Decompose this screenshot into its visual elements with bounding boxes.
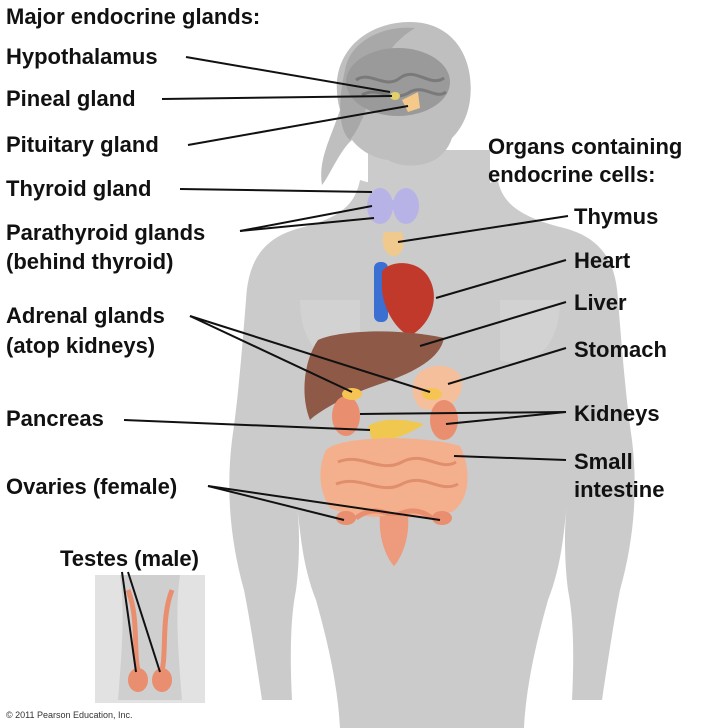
- label-pituitary-gland: Pituitary gland: [6, 132, 159, 157]
- kidney-right: [430, 400, 458, 440]
- label-stomach: Stomach: [574, 337, 667, 362]
- reproductive-organs: [336, 508, 452, 566]
- stomach-shape: [412, 365, 462, 410]
- leader-lines: [121, 56, 569, 673]
- kidney-left: [332, 396, 360, 436]
- pineal-gland-shape: [390, 92, 400, 100]
- label-liver: Liver: [574, 290, 627, 315]
- adrenal-left: [342, 388, 362, 400]
- pancreas-shape: [368, 419, 424, 441]
- label-hypothalamus: Hypothalamus: [6, 44, 158, 69]
- label-pancreas: Pancreas: [6, 406, 104, 431]
- uterus-shape: [379, 516, 409, 566]
- hair: [340, 27, 415, 140]
- label-thymus: Thymus: [574, 204, 659, 229]
- left-heading: Major endocrine glands:: [6, 4, 261, 29]
- label-kidneys: Kidneys: [574, 401, 660, 426]
- label-thyroid-gland: Thyroid gland: [6, 176, 152, 201]
- label-heart: Heart: [574, 248, 631, 273]
- copyright-notice: © 2011 Pearson Education, Inc.: [6, 710, 133, 720]
- thymus-shape: [382, 232, 404, 256]
- heart-shape: [374, 262, 434, 336]
- right-heading-line1: Organs containing: [488, 134, 683, 159]
- label-small-intestine-line2: intestine: [574, 477, 665, 502]
- label-adrenal-line2: (atop kidneys): [6, 333, 156, 358]
- label-parathyroid-line1: Parathyroid glands: [6, 220, 206, 245]
- ovary-left: [336, 511, 356, 525]
- liver-shape: [304, 331, 444, 420]
- right-heading-line2: endocrine cells:: [488, 162, 656, 187]
- label-testes: Testes (male): [60, 546, 199, 571]
- brain: [346, 48, 450, 116]
- label-small-intestine-line1: Small: [574, 449, 633, 474]
- label-pineal-gland: Pineal gland: [6, 86, 136, 111]
- ovary-right: [432, 511, 452, 525]
- testis-left: [128, 668, 148, 692]
- label-adrenal-line1: Adrenal glands: [6, 303, 165, 328]
- label-ovaries: Ovaries (female): [6, 474, 178, 499]
- thyroid-shape: [367, 188, 419, 224]
- breast-right: [500, 300, 560, 363]
- small-intestine-shape: [320, 438, 468, 518]
- testis-right: [152, 668, 172, 692]
- label-parathyroid-line2: (behind thyroid): [6, 249, 174, 274]
